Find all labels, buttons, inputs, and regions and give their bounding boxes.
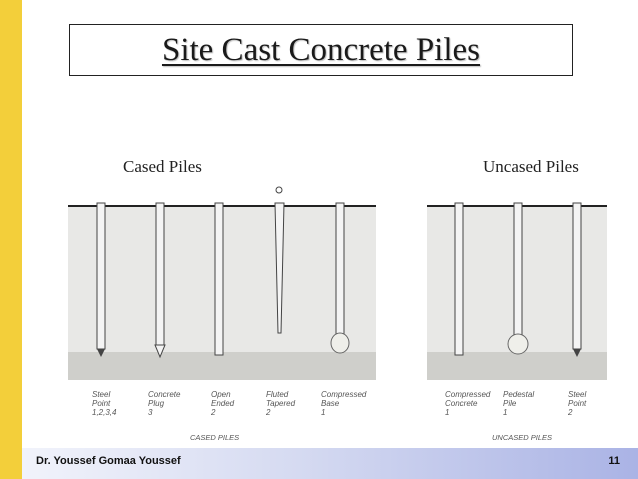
caption-compressed-base-l3: 1 <box>321 408 325 417</box>
title-box: Site Cast Concrete Piles <box>69 24 573 76</box>
caption-fluted-tapered-l2: Tapered <box>266 399 296 408</box>
caption-pedestal-l1: Pedestal <box>503 390 534 399</box>
caption-compressed-base-l1: Compressed <box>321 390 367 399</box>
footer-author: Dr. Youssef Gomaa Youssef <box>36 455 181 467</box>
caption-fluted-tapered-l1: Fluted <box>266 390 289 399</box>
pile-steel-point <box>96 202 106 357</box>
caption-fluted-tapered-l3: 2 <box>265 408 271 417</box>
pile-pedestal <box>507 202 529 355</box>
uncased-soil-lower <box>427 352 607 380</box>
uncased-piles-heading: Uncased Piles <box>483 157 579 176</box>
caption-compressed-concrete-l2: Concrete <box>445 399 478 408</box>
uncased-group-label: UNCASED PILES <box>492 433 552 442</box>
caption-compressed-base-l2: Base <box>321 399 340 408</box>
caption-steel-point-l2: Point <box>92 399 111 408</box>
pile-uncased-steel-point <box>572 202 582 357</box>
yellow-side-bar <box>0 0 22 479</box>
pile-compressed-base <box>330 202 350 354</box>
caption-open-ended-l3: 2 <box>210 408 216 417</box>
caption-steel-point-l3: 1,2,3,4 <box>92 408 117 417</box>
pile-concrete-plug <box>154 202 166 359</box>
caption-pedestal-l2: Pile <box>503 399 517 408</box>
caption-pedestal-l3: 1 <box>503 408 507 417</box>
caption-compressed-concrete-l1: Compressed <box>445 390 491 399</box>
caption-open-ended-l2: Ended <box>211 399 235 408</box>
pile-open-ended <box>214 202 224 356</box>
pile-fluted-tapered <box>274 186 285 334</box>
slide-title: Site Cast Concrete Piles <box>161 31 481 68</box>
caption-steel-point-l1: Steel <box>92 390 110 399</box>
caption-concrete-plug-l2: Plug <box>148 399 165 408</box>
caption-uncased-steel-point-l3: 2 <box>567 408 573 417</box>
caption-open-ended-l1: Open <box>211 390 231 399</box>
cased-piles-heading: Cased Piles <box>123 157 202 176</box>
caption-compressed-concrete-l3: 1 <box>445 408 449 417</box>
pile-compressed-concrete <box>454 202 464 356</box>
page-number: 11 <box>608 455 620 467</box>
cased-group-label: CASED PILES <box>190 433 239 442</box>
caption-uncased-steel-point-l2: Point <box>568 399 587 408</box>
footer-bar: Dr. Youssef Gomaa Youssef 11 <box>22 448 638 479</box>
caption-uncased-steel-point-l1: Steel <box>568 390 586 399</box>
caption-concrete-plug-l1: Concrete <box>148 390 181 399</box>
cased-soil-lower <box>68 352 376 380</box>
caption-concrete-plug-l3: 3 <box>148 408 153 417</box>
pile-head-marker <box>275 186 283 194</box>
